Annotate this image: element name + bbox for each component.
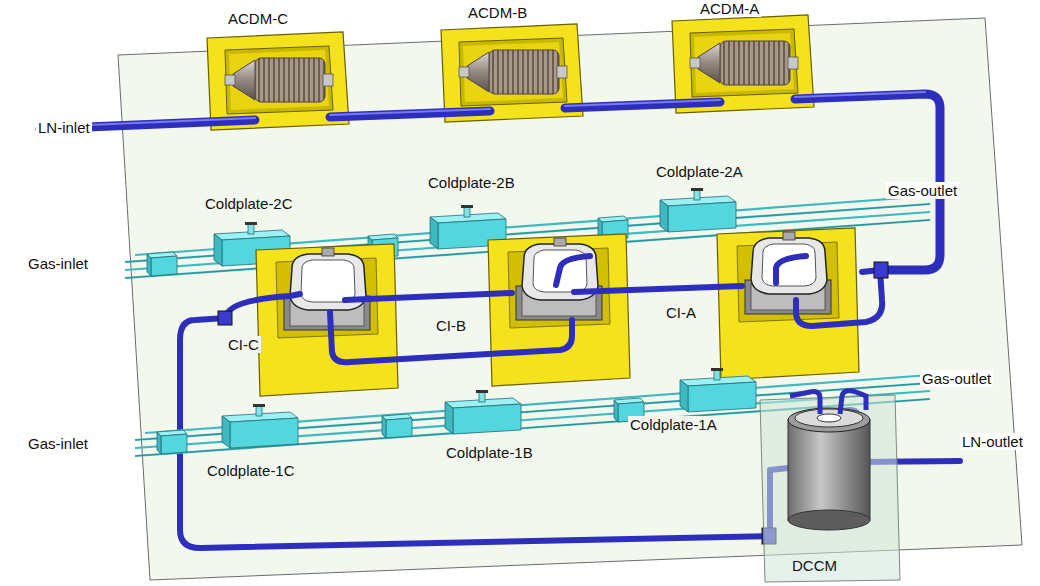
part-label: DCCM: [790, 557, 839, 574]
part-label: CI-A: [664, 304, 698, 321]
part-label: ACDM-C: [226, 10, 290, 27]
part-label: Coldplate-1A: [628, 416, 719, 433]
part-label: ACDM-B: [466, 4, 529, 21]
part-label: Gas-inlet: [26, 255, 90, 272]
part-label: CI-B: [434, 317, 468, 334]
part-label: CI-C: [226, 336, 261, 353]
part-label: Coldplate-2A: [654, 163, 745, 180]
part-label: Coldplate-2B: [426, 174, 517, 191]
part-label: Coldplate-1C: [205, 462, 297, 479]
part-label: Gas-outlet: [920, 370, 993, 387]
part-label: ACDM-A: [698, 0, 761, 17]
part-label: Gas-outlet: [886, 182, 959, 199]
part-label: Coldplate-1B: [444, 444, 535, 461]
part-label: LN-outlet: [960, 433, 1025, 450]
part-label: LN-inlet: [36, 119, 92, 136]
part-label: Coldplate-2C: [203, 195, 295, 212]
part-label: Gas-inlet: [26, 435, 90, 452]
